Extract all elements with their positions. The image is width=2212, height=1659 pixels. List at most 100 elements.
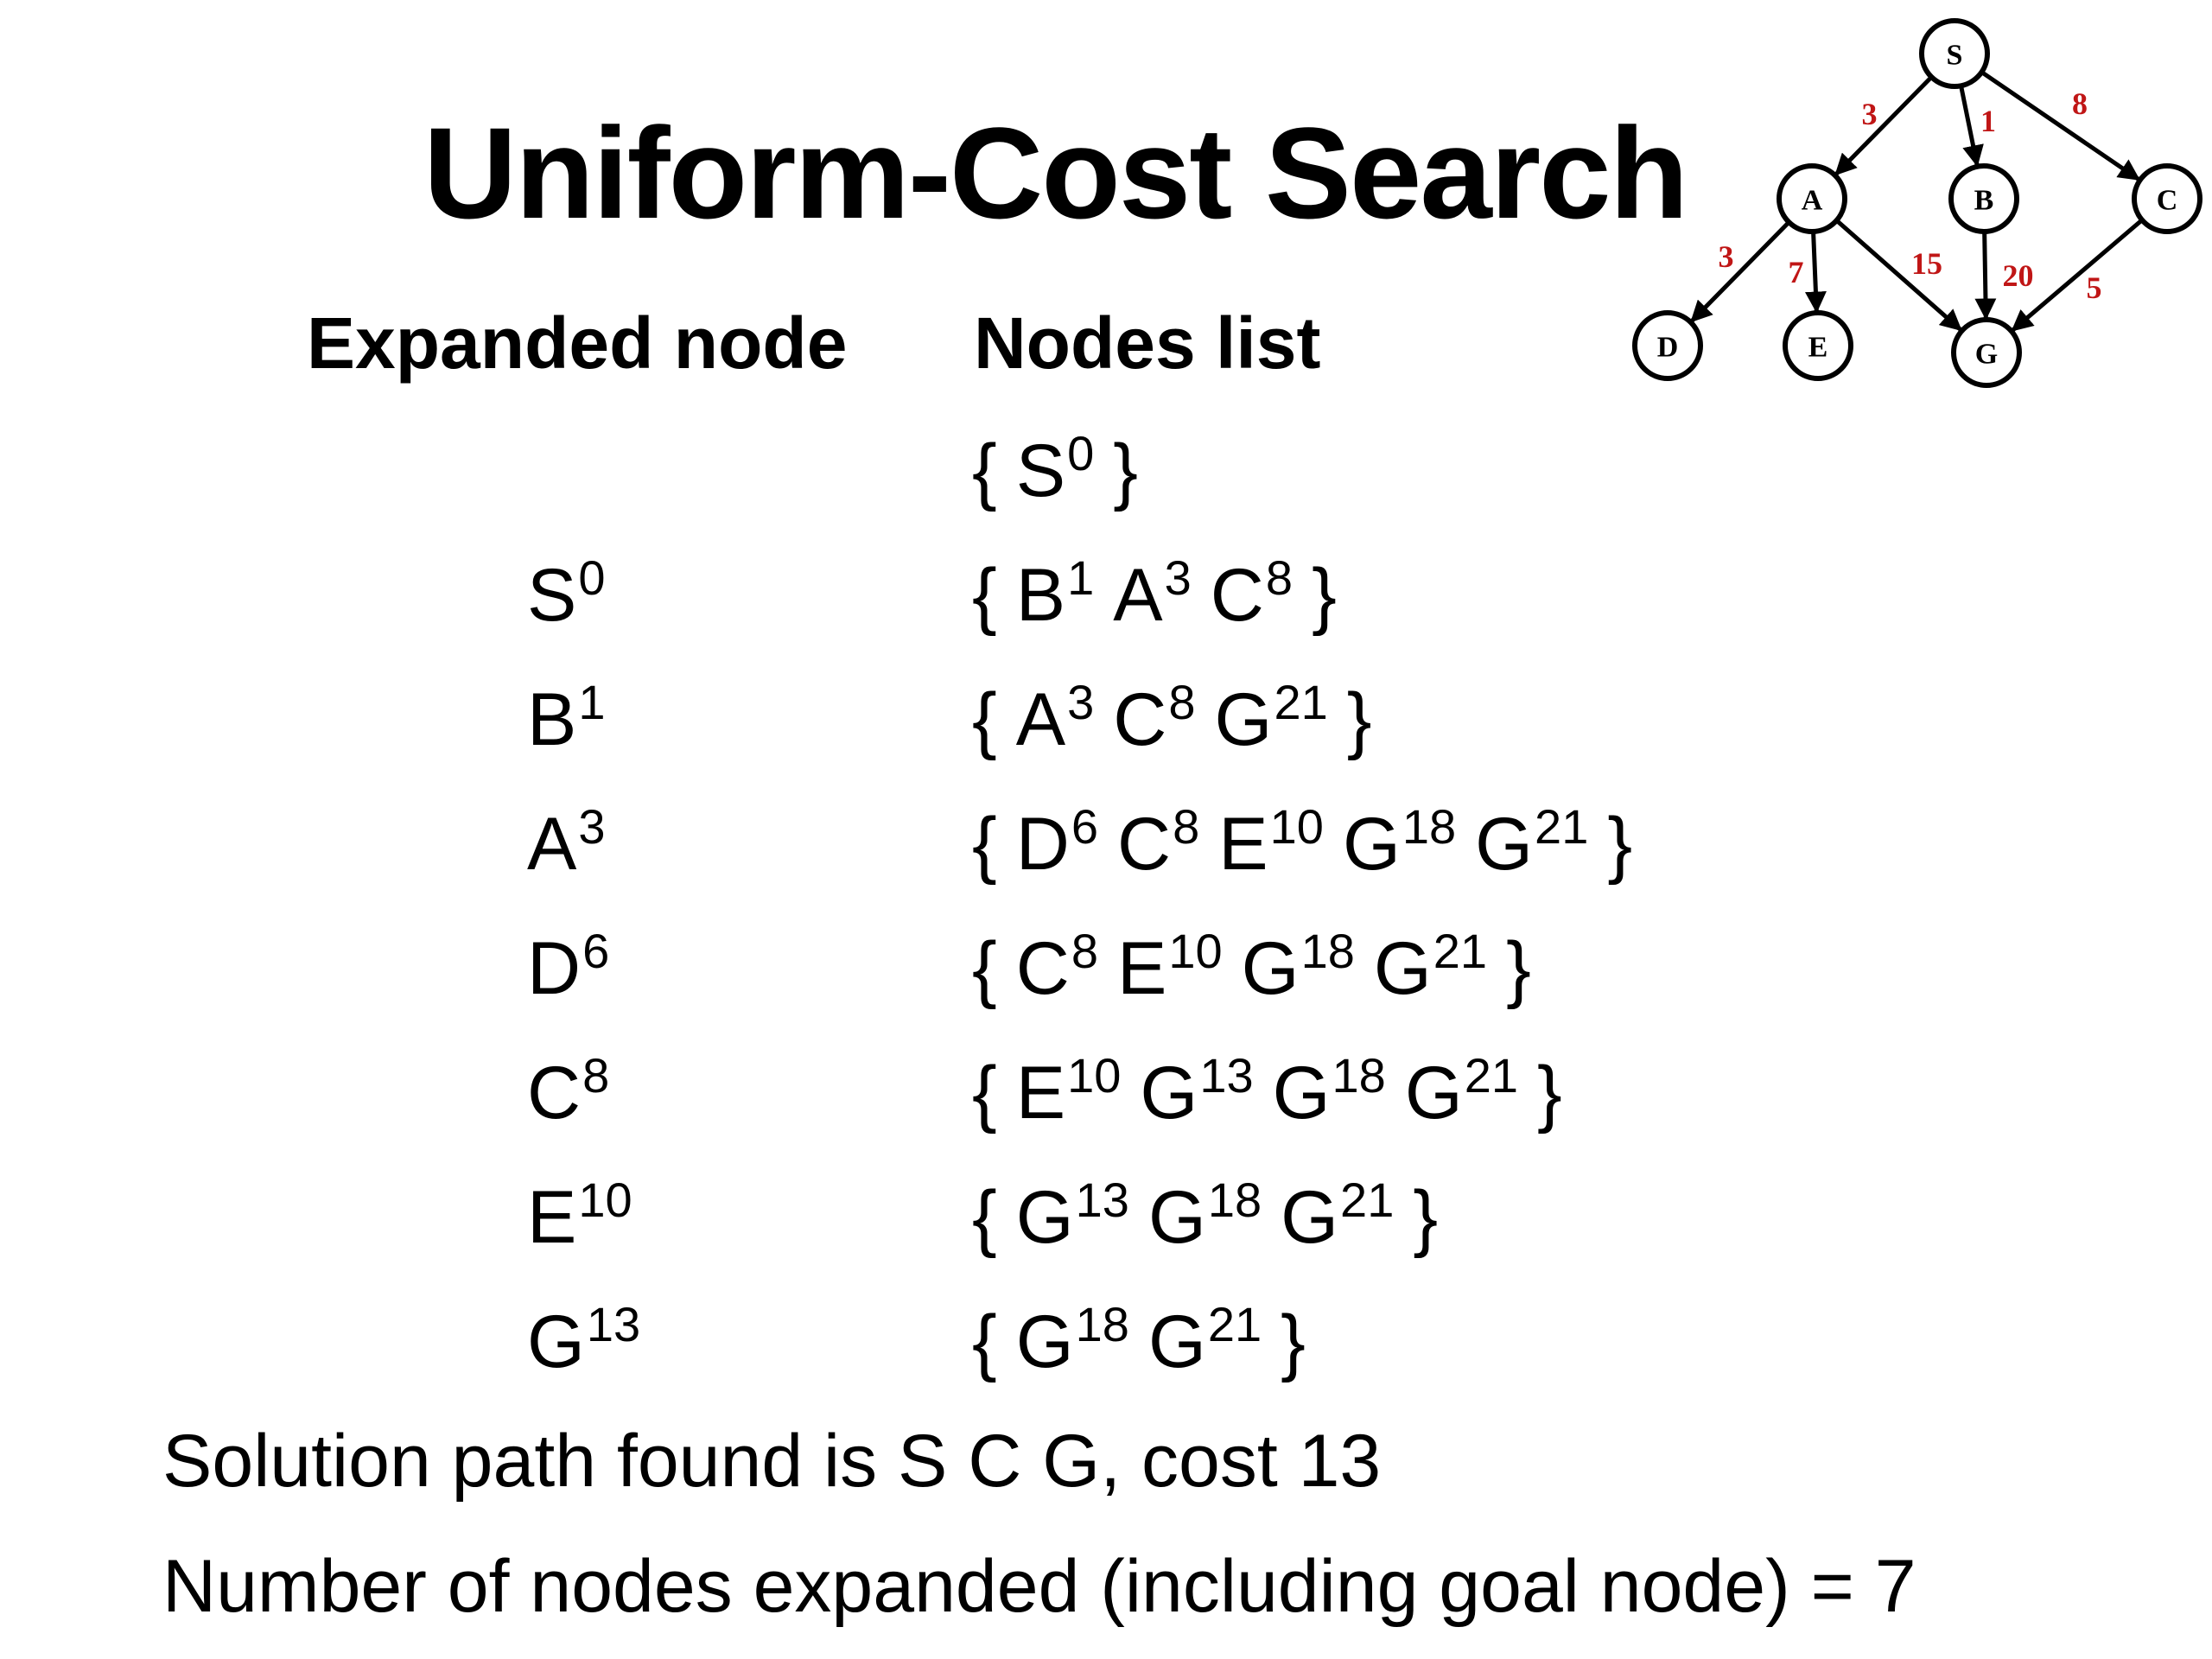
node-label: G — [1975, 339, 1998, 371]
graph-edge-s-a — [1834, 75, 1934, 176]
path-cost: 18 — [1332, 1048, 1386, 1103]
graph-node-b: B — [1948, 163, 2019, 234]
path-cost: 10 — [1168, 924, 1223, 978]
summary-line: Number of nodes expanded (including goal… — [162, 1545, 1916, 1628]
brace-close: } — [1312, 554, 1337, 637]
graph-edge-a-g — [1834, 219, 1962, 332]
node-letter: G — [1147, 1176, 1206, 1259]
node-letter: G — [1241, 927, 1300, 1010]
edge-cost-label: 15 — [1911, 246, 1942, 281]
node-letter: C — [1117, 803, 1172, 886]
graph-edge-b-g — [1974, 231, 1997, 321]
node-cost-token: G21 — [1405, 1052, 1518, 1131]
brace-open: { — [972, 554, 997, 637]
brace-open: { — [972, 429, 997, 512]
path-cost: 21 — [1340, 1173, 1395, 1227]
node-circle — [1632, 310, 1703, 381]
path-cost: 8 — [1173, 799, 1200, 854]
nodes-list-cell: {S0} — [972, 429, 1138, 512]
node-letter: D — [1015, 803, 1070, 886]
graph-edge-a-d — [1690, 220, 1791, 323]
edge-cost-label: 1 — [1980, 104, 1996, 138]
node-cost-token: B1 — [527, 678, 606, 758]
path-cost: 21 — [1464, 1048, 1519, 1103]
path-cost: 10 — [1269, 799, 1324, 854]
node-letter: G — [1147, 1300, 1206, 1383]
node-letter: B — [1015, 554, 1066, 637]
node-cost-token: G21 — [1281, 1176, 1394, 1255]
node-letter: G — [1015, 1176, 1074, 1259]
node-cost-token: A3 — [1016, 678, 1095, 758]
node-letter: G — [1015, 1300, 1074, 1383]
node-cost-token: C8 — [1211, 554, 1293, 633]
brace-open: { — [972, 927, 997, 1010]
node-circle — [1777, 163, 1847, 234]
graph-node-e: E — [1783, 310, 1853, 381]
node-cost-token: G13 — [1016, 1176, 1129, 1255]
path-cost: 8 — [1168, 675, 1196, 729]
node-cost-token: G18 — [1273, 1052, 1386, 1131]
path-cost: 0 — [1067, 426, 1095, 480]
slide-title: Uniform-Cost Search — [423, 100, 1688, 245]
node-letter: E — [1117, 927, 1167, 1010]
node-letter: G — [1140, 1052, 1198, 1135]
node-letter: S — [527, 554, 577, 637]
path-cost: 3 — [1067, 675, 1095, 729]
brace-open: { — [972, 1176, 997, 1259]
node-cost-token: G21 — [1148, 1300, 1262, 1380]
path-cost: 13 — [1075, 1173, 1129, 1227]
path-cost: 21 — [1207, 1297, 1262, 1351]
path-cost: 3 — [1164, 550, 1192, 605]
node-cost-token: G13 — [527, 1300, 640, 1380]
node-cost-token: E10 — [1016, 1052, 1122, 1131]
graph-edge-a-e — [1804, 231, 1827, 314]
brace-close: } — [1281, 1300, 1306, 1383]
node-cost-token: C8 — [1117, 803, 1199, 882]
path-cost: 18 — [1300, 924, 1355, 978]
node-letter: E — [1015, 1052, 1066, 1135]
path-cost: 6 — [1071, 799, 1098, 854]
node-label: S — [1947, 40, 1963, 72]
node-cost-token: G21 — [1475, 803, 1588, 882]
node-cost-token: G18 — [1343, 803, 1456, 882]
node-cost-token: E10 — [527, 1176, 632, 1255]
node-cost-token: G21 — [1374, 927, 1487, 1007]
node-label: E — [1808, 332, 1828, 364]
node-letter: G — [1342, 803, 1401, 886]
edge-cost-label: 5 — [2087, 270, 2102, 305]
path-cost: 8 — [582, 1048, 610, 1103]
node-letter: A — [1015, 678, 1066, 761]
brace-close: } — [1346, 678, 1372, 761]
edge-cost-label: 3 — [1862, 97, 1878, 131]
path-cost: 1 — [578, 675, 606, 729]
expanded-node-cell: G13 — [527, 1300, 659, 1380]
node-circle — [2132, 163, 2202, 234]
path-cost: 18 — [1075, 1297, 1129, 1351]
edge-cost-label: 20 — [2003, 258, 2034, 293]
expanded-node-cell: D6 — [527, 927, 628, 1007]
node-cost-token: G21 — [1215, 678, 1328, 758]
edge-cost-label: 3 — [1719, 239, 1734, 274]
node-cost-token: D6 — [1016, 803, 1098, 882]
graph-edge-c-g — [2011, 218, 2144, 332]
expanded-node-cell: S0 — [527, 554, 625, 633]
node-letter: G — [1272, 1052, 1331, 1135]
brace-close: } — [1113, 429, 1138, 512]
node-cost-token: S0 — [1016, 429, 1095, 509]
path-cost: 6 — [582, 924, 610, 978]
node-letter: G — [1214, 678, 1273, 761]
node-letter: S — [1015, 429, 1066, 512]
node-letter: C — [1210, 554, 1264, 637]
brace-open: { — [972, 1300, 997, 1383]
node-cost-token: C8 — [1016, 927, 1098, 1007]
node-cost-token: C8 — [527, 1052, 609, 1131]
brace-close: } — [1413, 1176, 1439, 1259]
